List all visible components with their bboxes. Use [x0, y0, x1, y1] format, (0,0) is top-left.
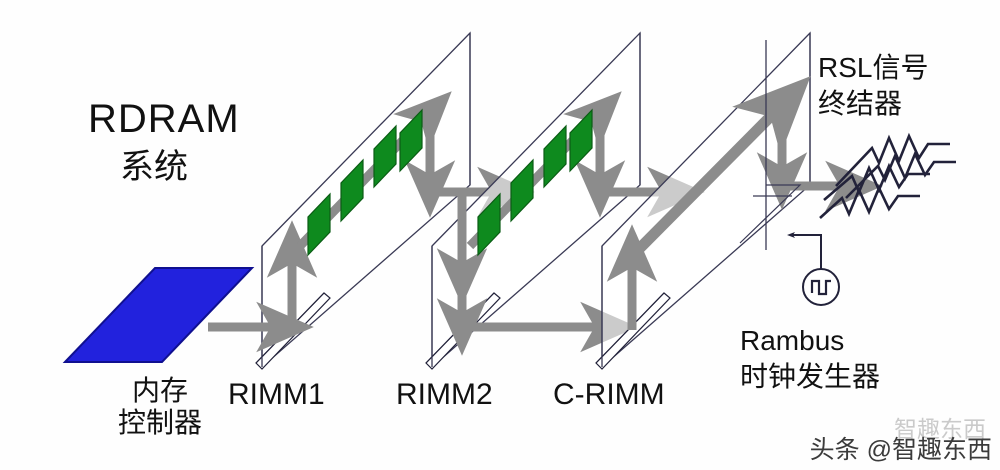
resistor-1 [835, 132, 950, 187]
rimm2-chip-3 [543, 124, 567, 189]
watermark-ghost: 智趣东西 [894, 416, 986, 442]
rimm2-chips [477, 108, 593, 257]
memory-controller-label: 内存 控制器 [117, 375, 202, 439]
rimm2-label: RIMM2 [396, 378, 493, 411]
memory-controller[interactable] [62, 267, 255, 363]
rimm1-chip-4 [399, 108, 423, 173]
rimm1-chip-2 [340, 158, 364, 223]
clock-generator-label: Rambus 时钟发生器 [740, 325, 881, 393]
crimm-label: C-RIMM [553, 378, 665, 411]
rambus-clock-generator[interactable] [787, 232, 840, 306]
watermark: 头条 @智趣东西 [809, 436, 992, 464]
rimm2-chip-2 [510, 158, 534, 223]
page-title: RDRAM [88, 97, 240, 141]
rimm1-chip-1 [307, 192, 331, 257]
crimm-signal-path [606, 76, 883, 330]
rimm1-chips [307, 108, 423, 257]
rimm2-chip-4 [569, 108, 593, 173]
rsl-terminator-resistors [819, 132, 956, 219]
terminator-socket-line [739, 184, 802, 244]
square-wave-icon [810, 279, 831, 296]
crimm-continuity-arrow [634, 76, 811, 254]
rimm1-label: RIMM1 [228, 378, 325, 411]
rimm2-chip-1 [477, 192, 501, 257]
terminator-label: RSL信号 终结器 [818, 52, 929, 120]
rimm1-chip-3 [373, 124, 397, 189]
page-subtitle: 系统 [120, 148, 188, 186]
memory-controller-plane [62, 267, 255, 363]
clock-to-bus-wire [787, 232, 822, 269]
resistor-4 [819, 184, 920, 219]
module-board-terminator[interactable] [688, 33, 980, 367]
clock-generator-circle [802, 268, 840, 306]
